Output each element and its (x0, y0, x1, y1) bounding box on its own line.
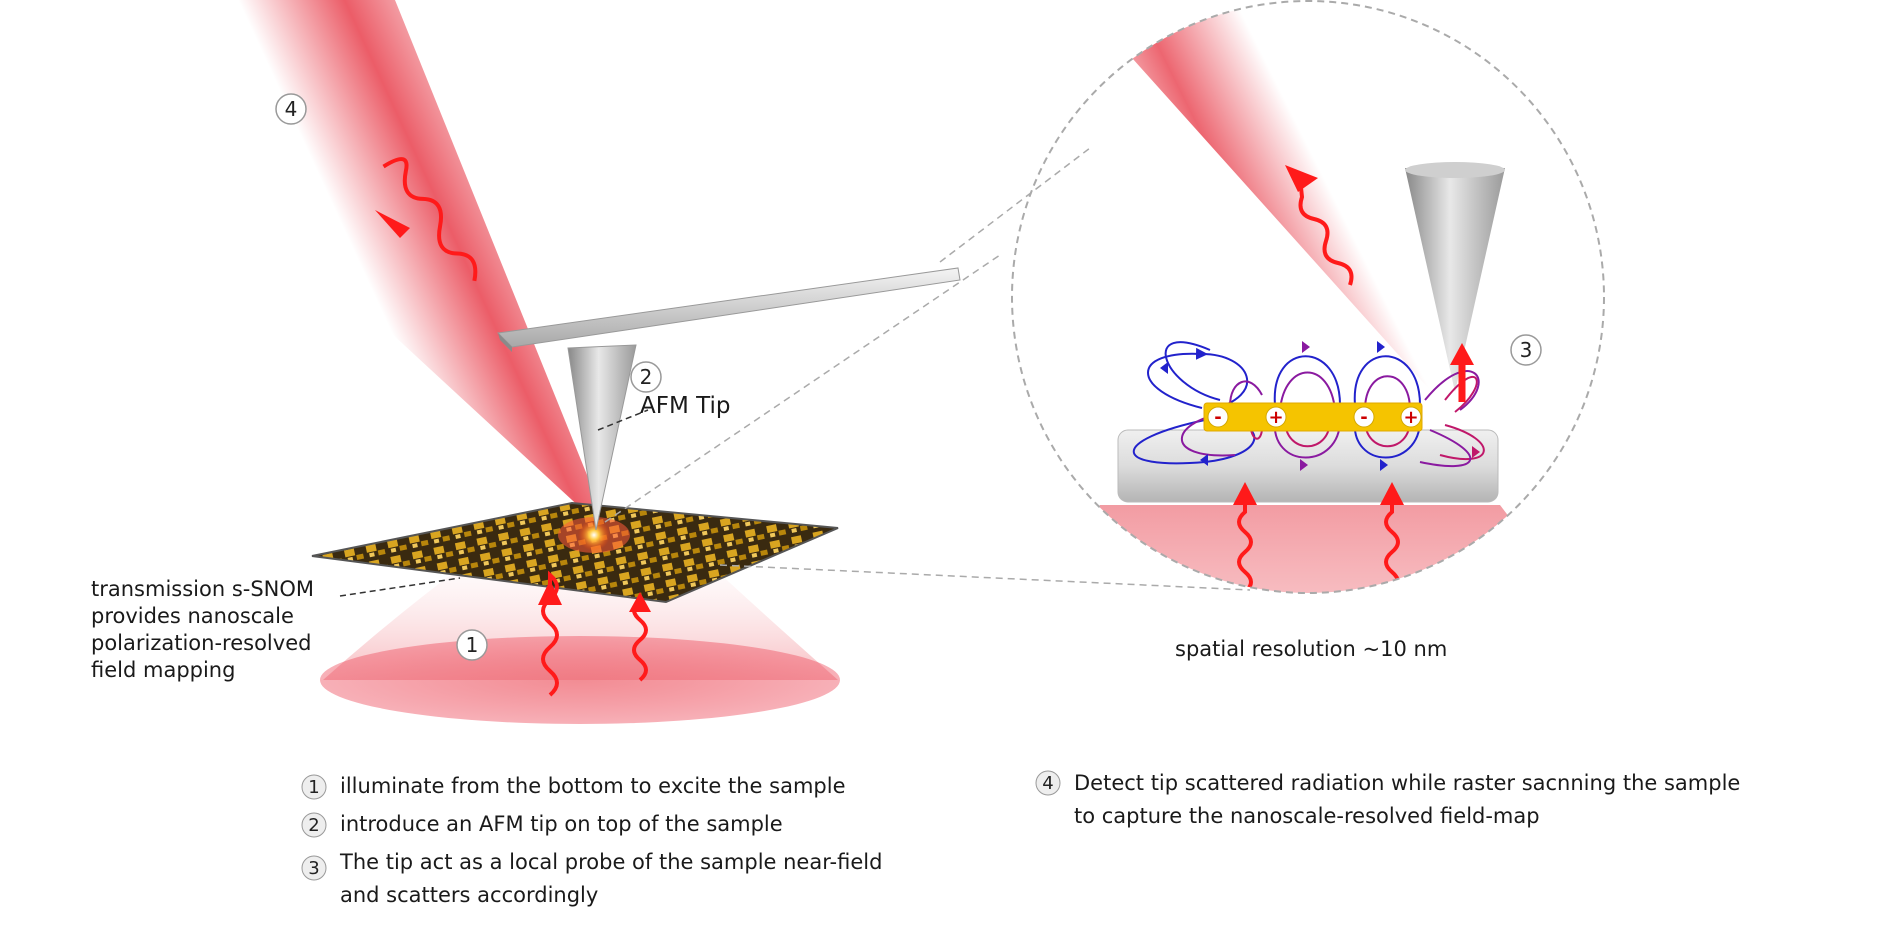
zoom-arrowhead-right (1380, 482, 1404, 505)
scattered-wave-arrow (382, 157, 478, 282)
cantilever (496, 267, 961, 348)
step-1: illuminate from the bottom to excite the… (340, 770, 846, 803)
zoom-afm-tip (1405, 168, 1505, 392)
marker-3-circle (1510, 334, 1542, 366)
charge-1: - (1214, 407, 1221, 428)
zoom-wave-right (1384, 500, 1400, 593)
zoom-wave-left (1237, 500, 1253, 593)
zoom-scattered-wave (1298, 177, 1354, 286)
charge-4: + (1403, 407, 1418, 428)
marker-2: 2 (640, 365, 653, 389)
illumination-arrowhead-right (629, 592, 651, 612)
step-3-num: 3 (308, 858, 319, 879)
afm-tip (567, 344, 637, 531)
marker-1-circle (456, 629, 488, 661)
step-4-text-line2: to capture the nanoscale-resolved field-… (1074, 804, 1540, 828)
afm-tip-leader (597, 409, 649, 431)
sample-sheet (311, 501, 839, 604)
marker-4-circle (275, 93, 307, 125)
step-4-circle (1035, 770, 1061, 796)
field-arrowheads (1160, 341, 1480, 471)
zoom-circle (1011, 0, 1605, 594)
step-4-num: 4 (1042, 773, 1053, 794)
step-1-text: illuminate from the bottom to excite the… (340, 774, 846, 798)
charge-3: - (1360, 407, 1367, 428)
side-note-leader (339, 577, 461, 597)
afm-tip-label: AFM Tip (640, 393, 731, 419)
zoom-line-top (939, 147, 1091, 263)
step-4: Detect tip scattered radiation while ras… (1074, 767, 1740, 833)
step-4-text-line1: Detect tip scattered radiation while ras… (1074, 771, 1741, 795)
resolution-label: spatial resolution ~10 nm (1175, 637, 1448, 661)
zoom-tip-top (1405, 162, 1505, 178)
zoom-circle-content (1030, 1, 1580, 593)
marker-3: 3 (1520, 338, 1533, 362)
marker-2-circle (630, 361, 662, 393)
tip-apex-spot (578, 519, 610, 551)
step-3-circle (301, 855, 327, 881)
step-2-text: introduce an AFM tip on top of the sampl… (340, 812, 783, 836)
gold-nanorod (1203, 402, 1423, 432)
zoom-scattered-arrowhead (1285, 165, 1318, 192)
step-3-text-line1: The tip act as a local probe of the samp… (340, 850, 883, 874)
zoom-scattered-beam (1080, 1, 1470, 390)
step-3: The tip act as a local probe of the samp… (340, 846, 882, 912)
illumination-arrowhead-left (538, 580, 562, 605)
zoom-arrowhead-left (1233, 482, 1257, 505)
step-1-num: 1 (308, 777, 319, 798)
zoom-lower-glow (1030, 505, 1580, 593)
marker-1: 1 (466, 633, 479, 657)
marker-4: 4 (285, 97, 298, 121)
tip-dipole-arrowhead (1450, 343, 1474, 365)
near-field-lines (1133, 341, 1485, 468)
step-2: introduce an AFM tip on top of the sampl… (340, 808, 783, 841)
cantilever-edge (498, 333, 512, 352)
illumination-disk (320, 636, 840, 724)
step-1-circle (301, 774, 327, 800)
scattered-arrowhead (375, 210, 410, 238)
illumination-wave-right (632, 595, 648, 682)
zoom-line-bottom (719, 564, 1251, 591)
step-2-circle (301, 812, 327, 838)
charge-markers: - + - + (1207, 406, 1422, 428)
zoom-line-mid (604, 254, 1001, 523)
step-2-num: 2 (308, 815, 319, 836)
step-3-text-line2: and scatters accordingly (340, 883, 599, 907)
side-note-label: transmission s-SNOM provides nanoscale p… (91, 577, 315, 682)
charge-2: + (1268, 407, 1283, 428)
scattered-beam (30, 0, 602, 512)
